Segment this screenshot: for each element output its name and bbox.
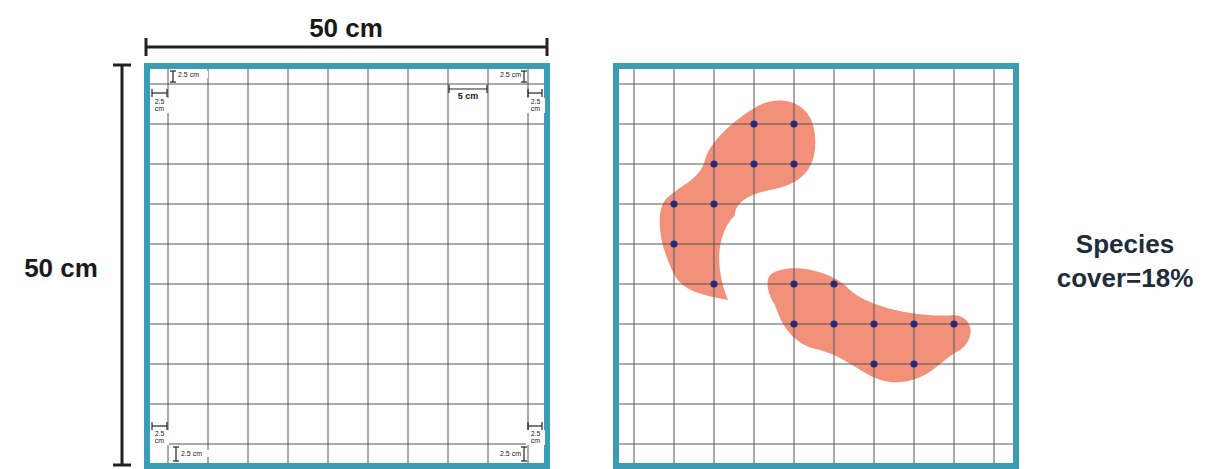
result-label: Species cover=18% [1030,228,1220,296]
dimension-lines [113,38,548,466]
small-dimension: 2.5 cm [150,430,169,445]
quadrat-frame [616,66,1016,466]
quadrat-frame [147,66,547,466]
grid-lines [616,66,1016,466]
grid-lines [147,66,547,466]
intersection-dots [670,120,957,367]
small-dimension: 2.5 cm [181,450,211,457]
measure-brackets [152,71,542,461]
small-dimension: 2.5 cm [150,98,169,113]
small-dimension: 2.5 cm [492,71,521,78]
dimension-label: 50 cm [6,252,116,286]
species-patches [660,100,971,382]
grid-spacing-label: 5 cm [450,92,486,101]
small-dimension: 2.5 cm [526,430,545,445]
dimension-label: 50 cm [246,12,446,46]
small-dimension: 2.5 cm [178,71,208,78]
small-dimension: 2.5 cm [492,450,521,457]
small-dimension: 2.5 cm [526,98,545,113]
